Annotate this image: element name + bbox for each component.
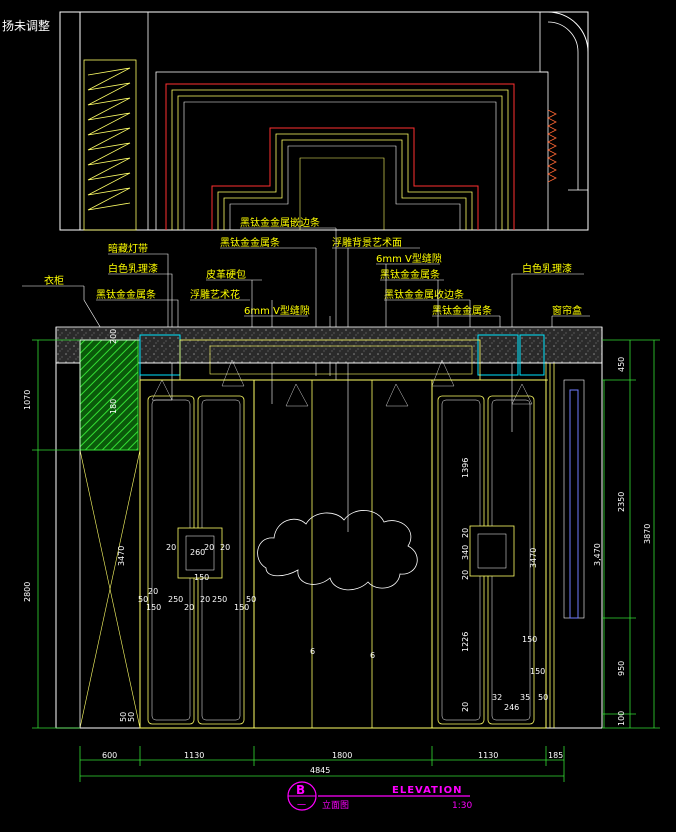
dim-bottom-4: 1130 [478,751,498,760]
label-11: 黑钛金金属条 [96,288,156,301]
label-1: 黑钛金金属嵌边条 [240,216,320,229]
inner-dim-a16: 150 [234,603,249,612]
dim-left-1: 1070 [23,390,32,410]
dim-right-5: 950 [617,661,626,676]
title-subtitle: 立面图 [322,799,349,811]
label-10: 衣柜 [44,274,64,287]
label-15: 黑钛金金属条 [432,304,492,317]
dim-right-3: 3870 [643,524,652,544]
inner-dim-b5: 3470 [529,548,538,568]
inner-dim-a1: 200 [109,329,118,344]
inner-dim-a8: 150 [194,573,209,582]
dim-bottom-total: 4845 [310,766,330,775]
label-3: 浮雕背景艺术面 [332,236,402,249]
inner-dim-b1: 1396 [461,458,470,478]
inner-dim-a13: 20 [184,603,194,612]
inner-dim-b2: 20 [461,528,470,538]
bottom-dimensions [79,746,565,782]
dim-right-2: 2350 [617,492,626,512]
label-12: 浮雕艺术花 [190,288,240,301]
inner-dim-a6: 20 [204,543,214,552]
dim-right-6: 100 [617,711,626,726]
inner-dim-a18: 50 [119,712,128,722]
inner-dim-b11: 246 [504,703,519,712]
title-code: 一 [297,801,306,811]
inner-dim-b8: 150 [522,635,537,644]
title-scale: 1:30 [452,801,472,811]
inner-dimensions: 200 180 3470 20 260 20 20 150 20 50 150 … [109,329,548,722]
dim-bottom-2: 1130 [184,751,204,760]
top-note: 扬未调整 [2,18,50,33]
inner-dim-a7: 20 [220,543,230,552]
inner-dim-b12: 35 [520,693,530,702]
dim-left-2: 2800 [23,582,32,602]
dim-bottom-1: 600 [102,751,117,760]
label-5: 6mm V型缝隙 [376,252,442,265]
inner-dim-a17: 50 [246,595,256,604]
label-2: 黑钛金金属条 [220,236,280,249]
label-6: 白色乳理漆 [108,262,158,275]
dim-right-4: 3,470 [593,543,602,566]
label-13: 黑钛金金属收边条 [384,288,464,301]
inner-dim-a3: 3470 [117,546,126,566]
title-elevation: ELEVATION [392,785,462,796]
inner-dim-b4: 20 [461,570,470,580]
label-8: 黑钛金金属条 [380,268,440,281]
title-letter: B [296,783,305,797]
callout-labels: 黑钛金金属嵌边条 黑钛金金属条 浮雕背景艺术面 暗藏灯带 6mm V型缝隙 白色… [44,216,582,317]
inner-dim-a14: 20 [200,595,210,604]
inner-dim-a2: 180 [109,399,118,414]
left-dimensions [32,339,80,729]
inner-dim-b13: 50 [538,693,548,702]
inner-dim-b15: 6 [370,651,375,660]
dim-bottom-5: 185 [548,751,563,760]
inner-dim-a10: 50 [138,595,148,604]
title-block: B 一 ELEVATION 立面图 1:30 [287,781,472,811]
inner-dim-a9: 20 [148,587,158,596]
dim-bottom-3: 1800 [332,751,352,760]
inner-dim-a12: 250 [168,595,183,604]
inner-dim-b6: 1226 [461,632,470,652]
inner-dim-a11: 150 [146,603,161,612]
inner-dim-a19: 50 [127,712,136,722]
label-7: 皮革硬包 [206,268,246,281]
dim-right-1: 450 [617,357,626,372]
label-14: 6mm V型缝隙 [244,304,310,317]
inner-dim-a5: 260 [190,548,205,557]
label-16: 窗帘盒 [552,304,582,317]
right-dimensions [602,339,660,729]
inner-dim-a4: 20 [166,543,176,552]
ceiling-plan [59,11,589,231]
inner-dim-b9: 150 [530,667,545,676]
inner-dim-b3: 340 [461,545,470,560]
label-4: 暗藏灯带 [108,242,148,255]
elevation-main [55,326,603,729]
inner-dim-a15: 250 [212,595,227,604]
inner-dim-b7: 20 [461,702,470,712]
label-9: 白色乳理漆 [522,262,572,275]
inner-dim-b10: 32 [492,693,502,702]
inner-dim-b14: 6 [310,647,315,656]
